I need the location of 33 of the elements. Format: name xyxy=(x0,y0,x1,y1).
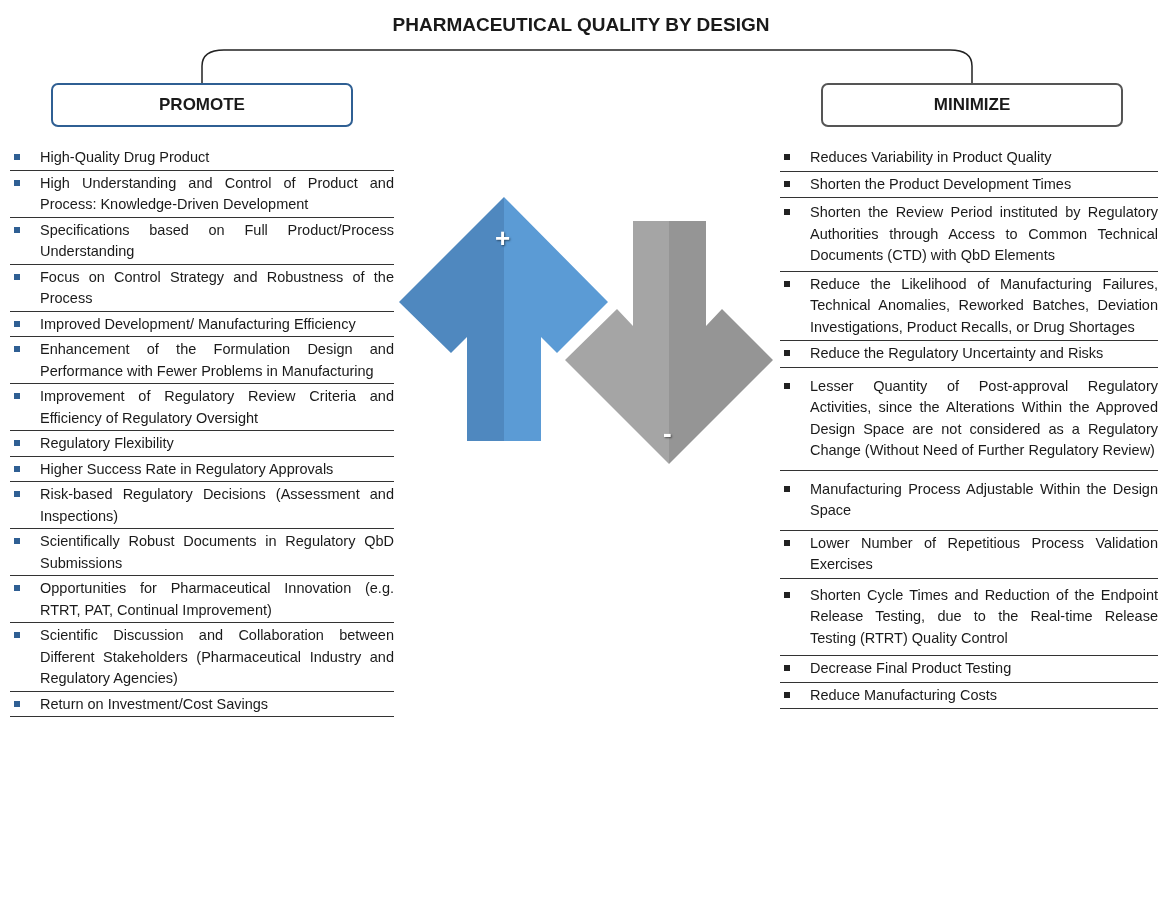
list-item-text: Scientifically Robust Documents in Regulatory QbD Submissions xyxy=(40,532,394,573)
list-item-text: Higher Success Rate in Regulatory Approvals xyxy=(40,459,335,479)
down-arrow-shape xyxy=(565,221,774,465)
list-item-text: Reduces Variability in Product Quality xyxy=(810,148,1053,167)
list-item-text: Shorten the Product Development Times xyxy=(810,174,1073,194)
list-item-text: Improved Development/ Manufacturing Efficiency xyxy=(40,314,357,334)
list-item-text: High-Quality Drug Product xyxy=(40,148,211,167)
list-item-text: Improvement of Regulatory Review Criteria and Efficiency of Regulatory Oversight xyxy=(40,387,394,428)
plus-sign: + xyxy=(495,225,511,251)
up-arrow-shape xyxy=(399,197,609,442)
list-item-text: Shorten Cycle Times and Reduction of the Endpoint Release Testing, due to the Real-time Release Testing (RTRT) Quality Control xyxy=(810,585,1158,648)
connector-line xyxy=(201,49,973,84)
list-item-text: Specifications based on Full Product/Process Understanding xyxy=(40,220,394,261)
list-item-text: Scientific Discussion and Collaboration between Different Stakeholders (Pharmaceutical Industry and Regulatory Agencies) xyxy=(40,626,394,688)
list-item-text: Shorten the Review Period instituted by Regulatory Authorities through Access to Common Technical Documents (CTD) with QbD Elements xyxy=(810,203,1158,265)
list-item-text: Reduce Manufacturing Costs xyxy=(810,685,998,705)
list-item-text: Decrease Final Product Testing xyxy=(810,659,1013,678)
list-item-text: Regulatory Flexibility xyxy=(40,434,175,453)
list-item-text: Enhancement of the Formulation Design and Performance with Fewer Problems in Manufacturing xyxy=(40,340,394,381)
list-item-text: Return on Investment/Cost Savings xyxy=(40,694,270,714)
list-item-text: Lower Number of Repetitious Process Validation Exercises xyxy=(810,533,1158,574)
list-item-text: Reduce the Likelihood of Manufacturing Failures, Technical Anomalies, Reworked Batches, Deviation Investigations, Product Recalls, or Drug Shortages xyxy=(810,274,1158,337)
list-item-text: Opportunities for Pharmaceutical Innovation (e.g. RTRT, PAT, Continual Improvement) xyxy=(40,579,394,620)
list-item-text: Lesser Quantity of Post-approval Regulatory Activities, since the Alterations Within the Approved Design Space are not considered as a Regulatory Change (Without Need of Further Regulatory Review) xyxy=(810,376,1158,460)
list-item-text: Risk-based Regulatory Decisions (Assessment and Inspections) xyxy=(40,485,394,526)
minus-sign: - xyxy=(663,420,672,446)
list-item-text: Focus on Control Strategy and Robustness of the Process xyxy=(40,267,394,308)
heading-box: MINIMIZE xyxy=(821,83,1123,127)
heading-box: PROMOTE xyxy=(51,83,353,127)
list-item-text: Manufacturing Process Adjustable Within the Design Space xyxy=(810,479,1158,520)
list-item-text: Reduce the Regulatory Uncertainty and Risks xyxy=(810,344,1105,363)
diagram-title: PHARMACEUTICAL QUALITY BY DESIGN xyxy=(391,14,771,36)
list-item-text: High Understanding and Control of Product and Process: Knowledge-Driven Development xyxy=(40,173,394,214)
